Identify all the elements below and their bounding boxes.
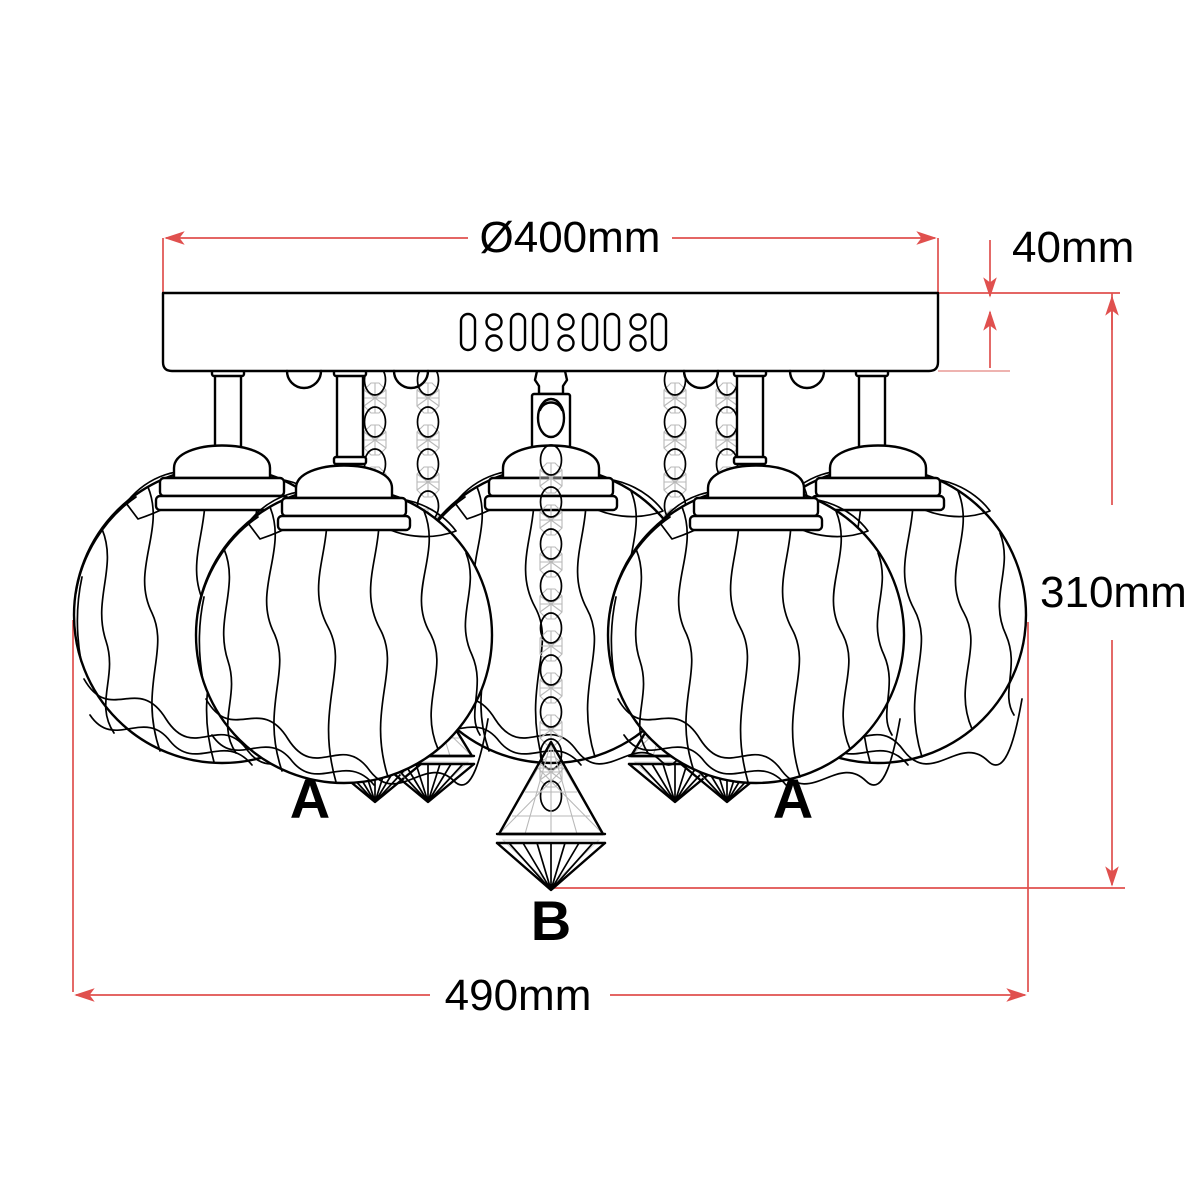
lamp-stem: [732, 367, 768, 466]
dimension-plate-height: 40mm: [938, 223, 1134, 372]
dimension-plate-height-label: 40mm: [1012, 223, 1134, 272]
lamp-collar: [688, 464, 824, 532]
dimension-diameter: Ø400mm: [162, 213, 939, 300]
lamp-stem: [332, 367, 368, 466]
globe-shade: [606, 485, 906, 787]
plate-underside-domes: [285, 369, 826, 390]
ceiling-plate: [161, 291, 940, 373]
part-label-a-left: A: [290, 767, 330, 830]
dimension-total-width: 490mm: [72, 620, 1029, 1020]
dimension-diameter-label: Ø400mm: [480, 213, 661, 262]
dimension-total-height: 310mm: [1030, 293, 1187, 889]
globe-shade: [194, 485, 494, 787]
dimension-total-height-label: 310mm: [1040, 568, 1187, 617]
dimension-layer: Ø400mm 40mm 310mm 490mm: [72, 213, 1187, 1020]
lamp-collar: [810, 444, 946, 512]
lamp-collar: [154, 444, 290, 512]
lamp-collar: [276, 464, 412, 532]
part-label-layer: A A B: [290, 767, 813, 952]
part-label-b: B: [531, 889, 571, 952]
part-label-a-right: A: [773, 767, 813, 830]
dimension-total-width-label: 490mm: [445, 971, 592, 1020]
vent-pattern: [459, 312, 668, 352]
